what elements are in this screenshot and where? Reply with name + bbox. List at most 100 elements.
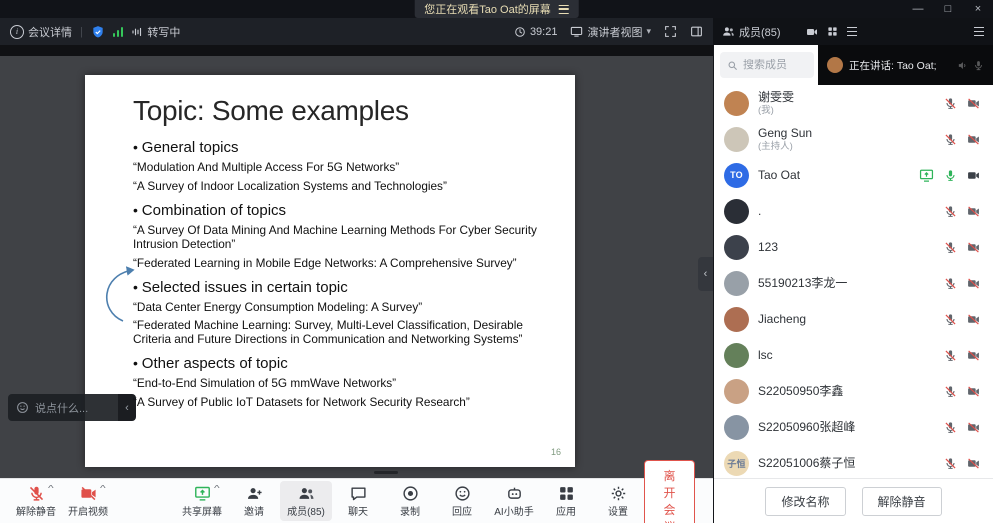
video-view-icon[interactable] <box>806 26 818 38</box>
grid-view-icon[interactable] <box>827 26 838 37</box>
emoji-icon[interactable] <box>16 401 29 414</box>
member-row[interactable]: . <box>714 193 993 229</box>
minimize-button[interactable]: — <box>912 3 924 15</box>
mic-on-icon[interactable] <box>944 169 957 182</box>
member-row[interactable]: 谢雯雯(我) <box>714 85 993 121</box>
list-view-icon[interactable] <box>846 27 857 36</box>
panel-collapse-handle[interactable]: ‹ <box>698 257 713 291</box>
security-shield-icon[interactable] <box>91 25 105 39</box>
slide-quote-line: “A Survey of Public IoT Datasets for Net… <box>133 395 470 410</box>
member-panel-header: 正在讲话: Tao Oat; <box>714 45 993 85</box>
sort-icon[interactable] <box>974 27 984 36</box>
mic-muted-icon[interactable] <box>944 277 957 290</box>
mic-muted-icon[interactable] <box>944 133 957 146</box>
member-panel-footer: 修改名称 解除静音 <box>714 478 993 523</box>
mic-muted-icon[interactable] <box>944 97 957 110</box>
toolbar-invite[interactable]: 邀请 <box>228 481 280 521</box>
camera-off-icon[interactable] <box>967 241 980 254</box>
member-row[interactable]: 子恒 S22051006蔡子恒 <box>714 445 993 478</box>
member-row[interactable]: S22050950李鑫 <box>714 373 993 409</box>
toolbar-settings[interactable]: 设置 <box>592 481 644 521</box>
close-button[interactable]: × <box>974 3 982 15</box>
presentation-slide: Topic: Some examples General topics “Mod… <box>85 75 575 467</box>
shared-screen-letterbox <box>0 45 713 56</box>
shared-screen-area: Topic: Some examples General topics “Mod… <box>0 45 713 478</box>
member-name: Tao Oat <box>758 167 801 182</box>
member-search[interactable] <box>720 52 814 78</box>
banner-menu-icon[interactable] <box>558 4 569 14</box>
member-panel: 正在讲话: Tao Oat; 谢雯雯(我) Geng Sun(主持人) <box>713 45 993 523</box>
camera-off-icon <box>80 485 97 502</box>
member-row[interactable]: lsc <box>714 337 993 373</box>
member-row[interactable]: TO Tao Oat <box>714 157 993 193</box>
camera-off-icon[interactable] <box>967 133 980 146</box>
maximize-button[interactable]: □ <box>944 3 952 15</box>
camera-off-icon[interactable] <box>967 349 980 362</box>
member-name: Geng Sun <box>758 126 813 141</box>
toolbar-members[interactable]: 成员(85) <box>280 481 332 521</box>
rename-button[interactable]: 修改名称 <box>765 486 846 516</box>
toolbar-record[interactable]: 录制 <box>384 481 436 521</box>
slide-quote-line: “A Survey of Indoor Localization Systems… <box>133 178 447 193</box>
camera-on-icon[interactable] <box>967 169 980 182</box>
toolbar-invite-label: 邀请 <box>244 507 264 518</box>
camera-off-icon[interactable] <box>967 97 980 110</box>
unmute-button[interactable]: 解除静音 <box>861 486 942 516</box>
member-row[interactable]: Geng Sun(主持人) <box>714 121 993 157</box>
camera-off-icon[interactable] <box>967 421 980 434</box>
camera-off-icon[interactable] <box>967 277 980 290</box>
member-row[interactable]: 55190213李龙一 <box>714 265 993 301</box>
sidebar-toggle-icon[interactable] <box>690 25 703 38</box>
fullscreen-icon[interactable] <box>664 25 677 38</box>
camera-off-icon[interactable] <box>967 457 980 470</box>
network-signal-icon[interactable] <box>112 26 124 37</box>
toolbar-share-label: 共享屏幕 <box>182 507 222 518</box>
share-caret-icon[interactable]: ^ <box>213 484 220 493</box>
mic-muted-icon[interactable] <box>944 421 957 434</box>
mic-muted-icon[interactable] <box>944 457 957 470</box>
toolbar-unmute[interactable]: ^ 解除静音 <box>10 481 62 521</box>
toolbar-share-screen[interactable]: ^ 共享屏幕 <box>176 481 228 521</box>
member-status <box>944 349 980 362</box>
chat-placeholder: 说点什么... <box>35 402 89 415</box>
member-row[interactable]: S22050960张超峰 <box>714 409 993 445</box>
device-caret-icon[interactable]: ^ <box>47 484 54 493</box>
search-input[interactable] <box>743 59 799 71</box>
toolbar-reactions[interactable]: 回应 <box>436 481 488 521</box>
mic-muted-icon[interactable] <box>944 241 957 254</box>
device-caret-icon[interactable]: ^ <box>99 484 106 493</box>
member-row[interactable]: Jiacheng <box>714 301 993 337</box>
mic-muted-icon[interactable] <box>944 313 957 326</box>
member-name: 123 <box>758 239 779 254</box>
members-count-header[interactable]: 成员(85) <box>722 24 781 40</box>
mic-muted-icon[interactable] <box>944 385 957 398</box>
screen-sharing-icon[interactable] <box>919 168 934 183</box>
people-icon <box>722 25 735 38</box>
bottom-toolbar: ^ 解除静音 ^ 开启视频 ^ 共享屏幕 邀请 成员(85) 聊天 录 <box>0 460 713 523</box>
member-role: (主持人) <box>758 140 793 152</box>
clock-icon <box>514 26 526 38</box>
chat-collapse-button[interactable]: ‹ <box>118 394 136 421</box>
member-name: S22050950李鑫 <box>758 383 844 398</box>
toolbar-start-video[interactable]: ^ 开启视频 <box>62 481 114 521</box>
transcription-status[interactable]: 转写中 <box>131 24 180 40</box>
camera-off-icon[interactable] <box>967 313 980 326</box>
member-row[interactable]: 123 <box>714 229 993 265</box>
avatar <box>724 270 749 296</box>
leave-meeting-button[interactable]: 离开会议 <box>644 460 695 523</box>
speaking-icons <box>957 60 984 71</box>
speaking-indicator[interactable]: 正在讲话: Tao Oat; <box>818 45 993 85</box>
toolbar-chat[interactable]: 聊天 <box>332 481 384 521</box>
chat-input[interactable]: 说点什么... <box>8 394 118 421</box>
meeting-details-button[interactable]: i 会议详情 <box>10 24 72 40</box>
horizontal-scrollbar[interactable] <box>374 471 398 474</box>
mic-muted-icon[interactable] <box>944 205 957 218</box>
view-mode-dropdown[interactable]: 演讲者视图 ▾ <box>570 24 651 40</box>
topbar-separator: | <box>80 25 83 38</box>
mic-muted-icon[interactable] <box>944 349 957 362</box>
toolbar-ai-assistant[interactable]: AI小助手 <box>488 481 540 521</box>
camera-off-icon[interactable] <box>967 205 980 218</box>
toolbar-apps[interactable]: 应用 <box>540 481 592 521</box>
camera-off-icon[interactable] <box>967 385 980 398</box>
